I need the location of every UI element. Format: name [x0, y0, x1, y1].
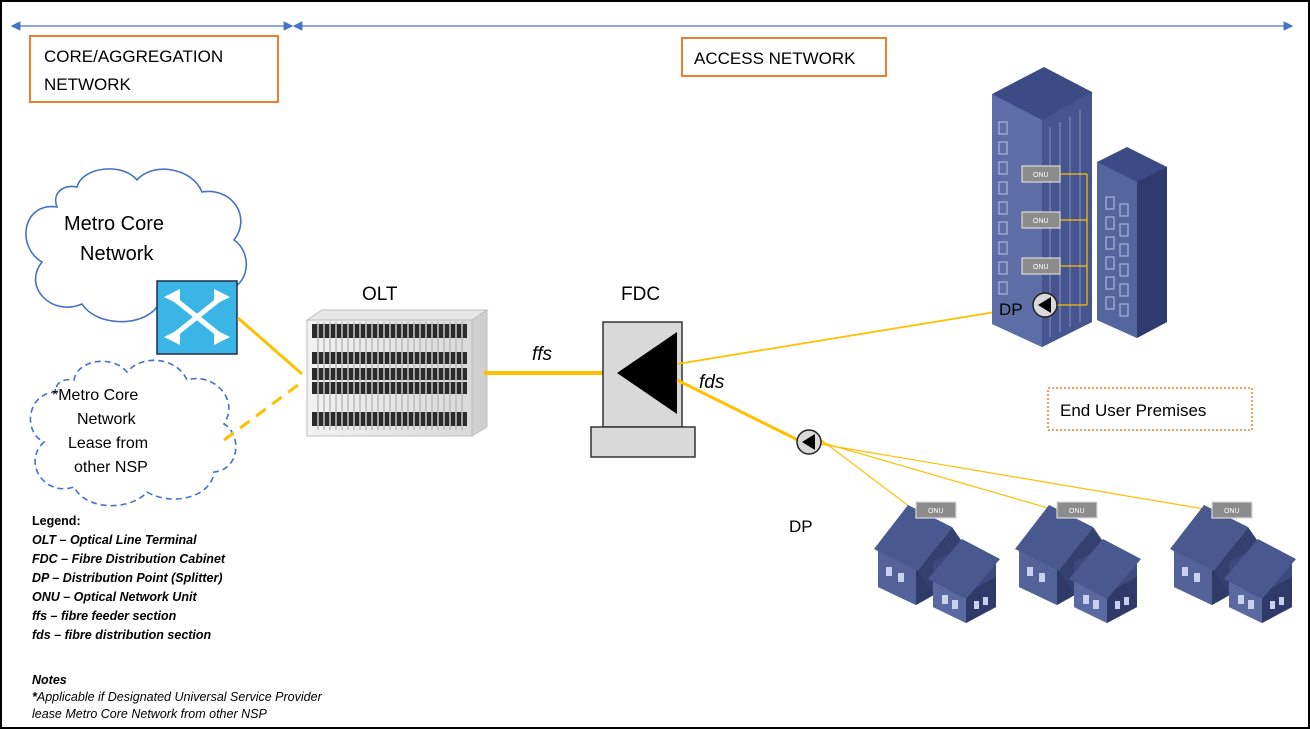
notes-line2: lease Metro Core Network from other NSP: [32, 707, 267, 721]
building-onu-3: ONU: [1021, 257, 1061, 275]
access-label: ACCESS NETWORK: [694, 49, 856, 68]
onu-label: ONU: [1033, 218, 1049, 225]
end-user-label: End User Premises: [1060, 401, 1206, 420]
switch-icon: [156, 280, 238, 355]
legend-item: ONU – Optical Network Unit: [32, 590, 197, 604]
lease-cloud: [29, 359, 237, 507]
notes-line1: *Applicable if Designated Universal Serv…: [32, 689, 322, 706]
lease-olt-link: [223, 380, 303, 442]
onu-label: ONU: [928, 508, 944, 515]
onu-label: ONU: [1224, 508, 1240, 515]
apartment-building: [992, 67, 1167, 347]
house-3: [1170, 505, 1296, 623]
legend-item: OLT – Optical Line Terminal: [32, 533, 197, 547]
house-onu-1: ONU: [915, 501, 957, 519]
core-section-box: [29, 35, 279, 103]
notes-star: *: [32, 690, 37, 704]
notes-title: Notes: [32, 673, 67, 687]
core-label-line2: NETWORK: [44, 75, 132, 94]
lease-cloud-line1: *Metro Core: [52, 387, 138, 404]
legend-item: fds – fibre distribution section: [32, 628, 212, 642]
notes-line1-text: Applicable if Designated Universal Servi…: [36, 690, 322, 704]
lease-cloud-line3: Lease from: [68, 435, 148, 452]
building-onu-1: ONU: [1021, 165, 1061, 183]
house-onu-3: ONU: [1211, 501, 1253, 519]
onu-label: ONU: [1033, 172, 1049, 179]
end-user-box: [1047, 387, 1253, 431]
legend-title: Legend:: [32, 514, 81, 528]
fds-label: fds: [699, 372, 725, 393]
fds-link-houses: [676, 378, 803, 444]
dp-houses-label: DP: [789, 517, 813, 536]
switch-olt-link: [237, 316, 303, 376]
house-splitter-icon: [796, 429, 822, 455]
house-drop-fibers: [819, 438, 1211, 511]
fdc-cabinet: [590, 321, 696, 458]
legend-item: ffs – fibre feeder section: [32, 609, 177, 623]
building-riser-fibers: [1056, 173, 1088, 306]
notes: Notes *Applicable if Designated Universa…: [32, 672, 322, 723]
building-onu-2: ONU: [1021, 211, 1061, 229]
olt-equipment: [305, 309, 489, 437]
lease-cloud-line4: other NSP: [74, 459, 148, 476]
metro-cloud-line2: Network: [80, 243, 154, 265]
olt-label: OLT: [362, 284, 398, 305]
house-2: [1015, 505, 1141, 623]
dp-building-label: DP: [999, 300, 1023, 319]
access-section-box: [681, 37, 887, 77]
building-splitter-icon: [1032, 292, 1058, 318]
core-label-line1: CORE/AGGREGATION: [44, 47, 223, 66]
house-onu-2: ONU: [1056, 501, 1098, 519]
legend: Legend: OLT – Optical Line Terminal FDC …: [32, 512, 225, 645]
onu-label: ONU: [1069, 508, 1085, 515]
onu-label: ONU: [1033, 264, 1049, 271]
fdc-label: FDC: [621, 284, 660, 305]
ffs-label: ffs: [532, 344, 553, 365]
house-1: [874, 505, 1000, 623]
legend-item: FDC – Fibre Distribution Cabinet: [32, 552, 226, 566]
metro-cloud-line1: Metro Core: [64, 213, 164, 235]
legend-item: DP – Distribution Point (Splitter): [32, 571, 223, 585]
lease-cloud-line2: Network: [77, 411, 137, 428]
fds-link-building: [676, 305, 1033, 365]
